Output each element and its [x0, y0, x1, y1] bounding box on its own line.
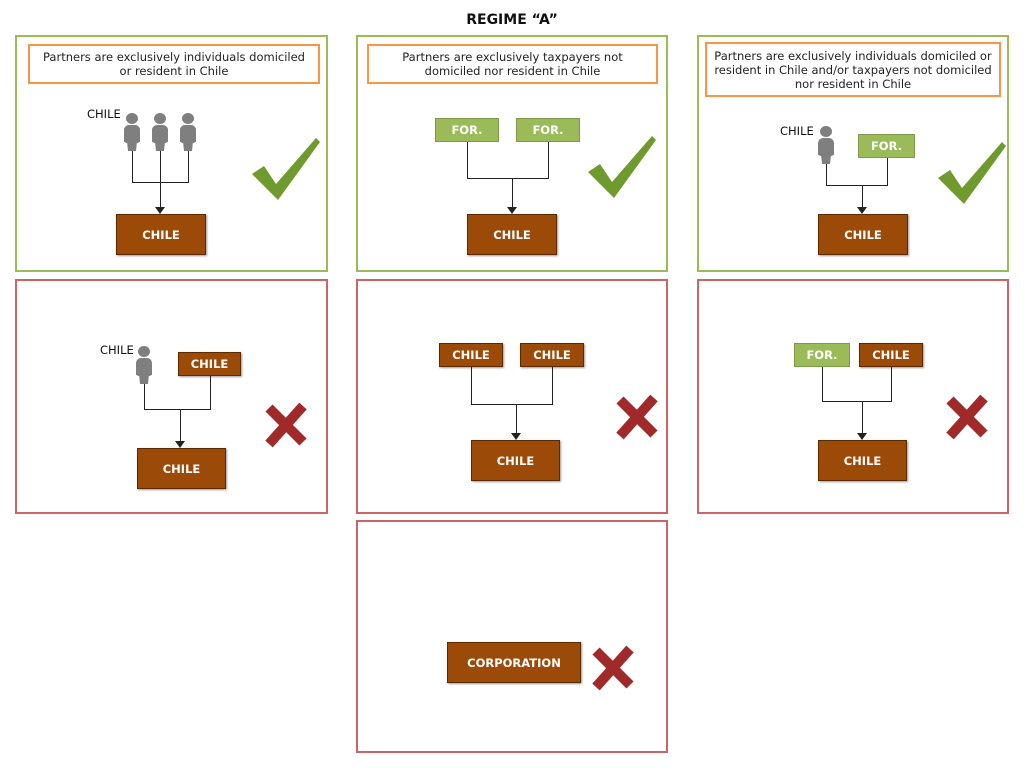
- entity-box: CHILE: [116, 214, 206, 255]
- check-icon: [938, 142, 1006, 204]
- entity-box: CHILE: [818, 440, 907, 481]
- cross-icon: [616, 394, 658, 440]
- panel-foreign-taxpayers: [356, 35, 668, 272]
- arrow-icon: [857, 433, 867, 440]
- person-icon: [180, 113, 196, 151]
- diagram-title: REGIME “A”: [466, 12, 558, 28]
- corporation-box: CORPORATION: [447, 642, 581, 683]
- arrow-icon: [175, 441, 185, 448]
- panel-foreign-and-chilean-entity: [697, 279, 1009, 514]
- panel-header: Partners are exclusively individuals dom…: [28, 44, 320, 84]
- partner-label: CHILE: [100, 343, 134, 357]
- cross-icon: [265, 402, 307, 448]
- foreign-partner-box: FOR.: [794, 343, 850, 367]
- panel-individual-and-chilean-entity: [15, 279, 328, 514]
- entity-box: CHILE: [467, 214, 557, 255]
- check-icon: [252, 138, 320, 200]
- person-icon: [818, 126, 834, 164]
- check-icon: [588, 136, 656, 198]
- chile-partner-box: CHILE: [439, 343, 503, 367]
- foreign-partner-box: FOR.: [435, 118, 499, 142]
- panel-header: Partners are exclusively taxpayers not d…: [367, 44, 658, 84]
- partner-label: CHILE: [87, 107, 121, 121]
- partner-label: CHILE: [780, 124, 814, 138]
- panel-header: Partners are exclusively individuals dom…: [705, 42, 1001, 97]
- foreign-partner-box: FOR.: [858, 134, 915, 158]
- arrow-icon: [511, 433, 521, 440]
- chile-partner-box: CHILE: [178, 352, 241, 376]
- arrow-icon: [507, 207, 517, 214]
- person-icon: [136, 346, 152, 384]
- panel-corporation: [356, 520, 668, 753]
- person-icon: [124, 113, 140, 151]
- person-icon: [152, 113, 168, 151]
- panel-mixed-partners: [697, 35, 1009, 272]
- chile-partner-box: CHILE: [859, 343, 923, 367]
- cross-icon: [592, 645, 634, 691]
- panel-individuals-chile: [15, 35, 328, 272]
- panel-chilean-entities: [356, 279, 668, 514]
- entity-box: CHILE: [471, 440, 560, 481]
- foreign-partner-box: FOR.: [516, 118, 580, 142]
- chile-partner-box: CHILE: [520, 343, 584, 367]
- entity-box: CHILE: [137, 448, 226, 489]
- cross-icon: [946, 394, 988, 440]
- arrow-icon: [857, 207, 867, 214]
- entity-box: CHILE: [818, 214, 908, 255]
- arrow-icon: [155, 207, 165, 214]
